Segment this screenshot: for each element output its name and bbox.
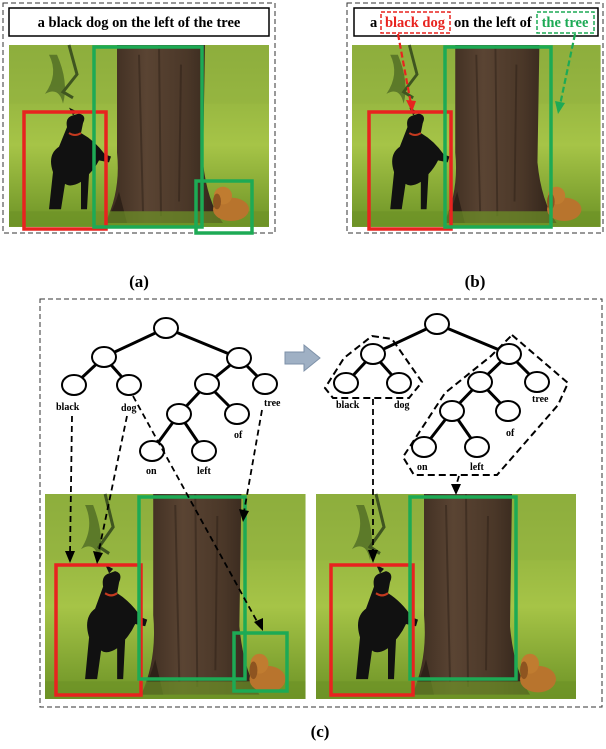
panel-c-left-photo <box>43 492 308 701</box>
panel-a-border <box>2 2 276 234</box>
right-tree-root-node <box>424 313 450 335</box>
caption-a: (a) <box>129 272 149 291</box>
panel-b-tree-arrowhead <box>555 101 565 114</box>
left-tree-node-dog <box>116 374 142 396</box>
left-tree-node-of <box>224 403 250 425</box>
panel-a: a black dog on the left of the tree (a) <box>2 2 276 291</box>
transform-arrow-icon <box>284 343 321 373</box>
right-tree-node <box>467 371 493 393</box>
right-tree-node-left <box>464 436 490 458</box>
left-tree-node <box>194 373 220 395</box>
left-word-left: left <box>197 466 212 477</box>
panel-c-left-puppy-box <box>232 631 289 693</box>
left-word-dog: dog <box>121 403 137 414</box>
panel-a-puppy-box <box>194 179 254 235</box>
panel-a-phrase-box <box>8 7 270 37</box>
right-tree-arrowheads <box>368 484 461 563</box>
left-tree-node-left <box>191 440 217 462</box>
left-tree-node-black <box>61 374 87 396</box>
left-word-black: black <box>56 402 80 413</box>
right-tree-node <box>496 343 522 365</box>
panel-c-right-tree-box <box>408 495 518 681</box>
right-tree-node-on <box>411 436 437 458</box>
panel-b-photo <box>350 43 603 229</box>
right-word-black: black <box>336 400 360 411</box>
panel-b: a black dog on the left of the tree (b) <box>346 2 604 291</box>
right-word-of: of <box>506 428 515 439</box>
right-tree-node <box>439 400 465 422</box>
left-tree-node-tree <box>252 373 278 395</box>
left-tree-node <box>166 403 192 425</box>
panel-b-dog-arrowhead <box>406 100 416 112</box>
panel-b-dog-phrase-box <box>380 11 451 34</box>
right-word-left: left <box>470 462 485 473</box>
panel-b-tree-phrase-box <box>536 11 595 34</box>
left-tree-arrowheads <box>65 509 263 631</box>
panel-b-dog-box <box>367 110 453 231</box>
left-word-tree: tree <box>264 398 281 409</box>
right-tree-node-of <box>495 400 521 422</box>
left-tree-node <box>91 346 117 368</box>
right-tree-dog-group-outline <box>323 334 424 399</box>
left-tree-nodes <box>61 317 278 462</box>
left-word-on: on <box>146 466 157 477</box>
right-tree-node-dog <box>386 372 412 394</box>
right-word-tree: tree <box>532 394 549 405</box>
panel-a-dog-box <box>22 110 108 231</box>
right-tree-node <box>360 343 386 365</box>
panel-a-photo <box>7 43 271 229</box>
right-tree-node-black <box>333 372 359 394</box>
panel-c-right-photo <box>314 492 578 701</box>
panel-c-left-dog-box <box>54 563 143 697</box>
panel-c-right-dog-box <box>329 563 415 697</box>
panel-a-tree-box <box>92 45 204 229</box>
left-tree-root-node <box>153 317 179 339</box>
right-tree-tree-group-outline <box>401 333 570 476</box>
caption-b: (b) <box>465 272 486 291</box>
panel-a-phrase: a black dog on the left of the tree <box>38 15 241 31</box>
left-word-of: of <box>234 430 243 441</box>
panel-b-tree-arrow <box>558 33 577 106</box>
caption-c: (c) <box>311 722 330 741</box>
panel-b-phrase-middle: on the left of <box>454 15 532 31</box>
panel-b-tree-box <box>443 45 553 229</box>
panel-b-phrase-tree: the tree <box>542 15 589 31</box>
right-tree-arrows <box>372 399 460 553</box>
right-tree-nodes <box>333 313 550 458</box>
right-tree-node-tree <box>524 371 550 393</box>
right-word-dog: dog <box>394 400 410 411</box>
panel-b-dog-arrow <box>396 33 413 105</box>
panel-b-border <box>346 2 604 234</box>
panel-b-phrase-dog: black dog <box>385 15 446 31</box>
panel-c-border <box>39 298 603 708</box>
panel-c-left-tree-box <box>137 495 247 681</box>
panel-c: black dog tree of on left <box>39 298 603 741</box>
panel-b-phrase-prefix: a <box>370 15 378 31</box>
left-tree-node <box>226 347 252 369</box>
right-word-on: on <box>417 462 428 473</box>
left-tree-arrows <box>69 395 263 626</box>
